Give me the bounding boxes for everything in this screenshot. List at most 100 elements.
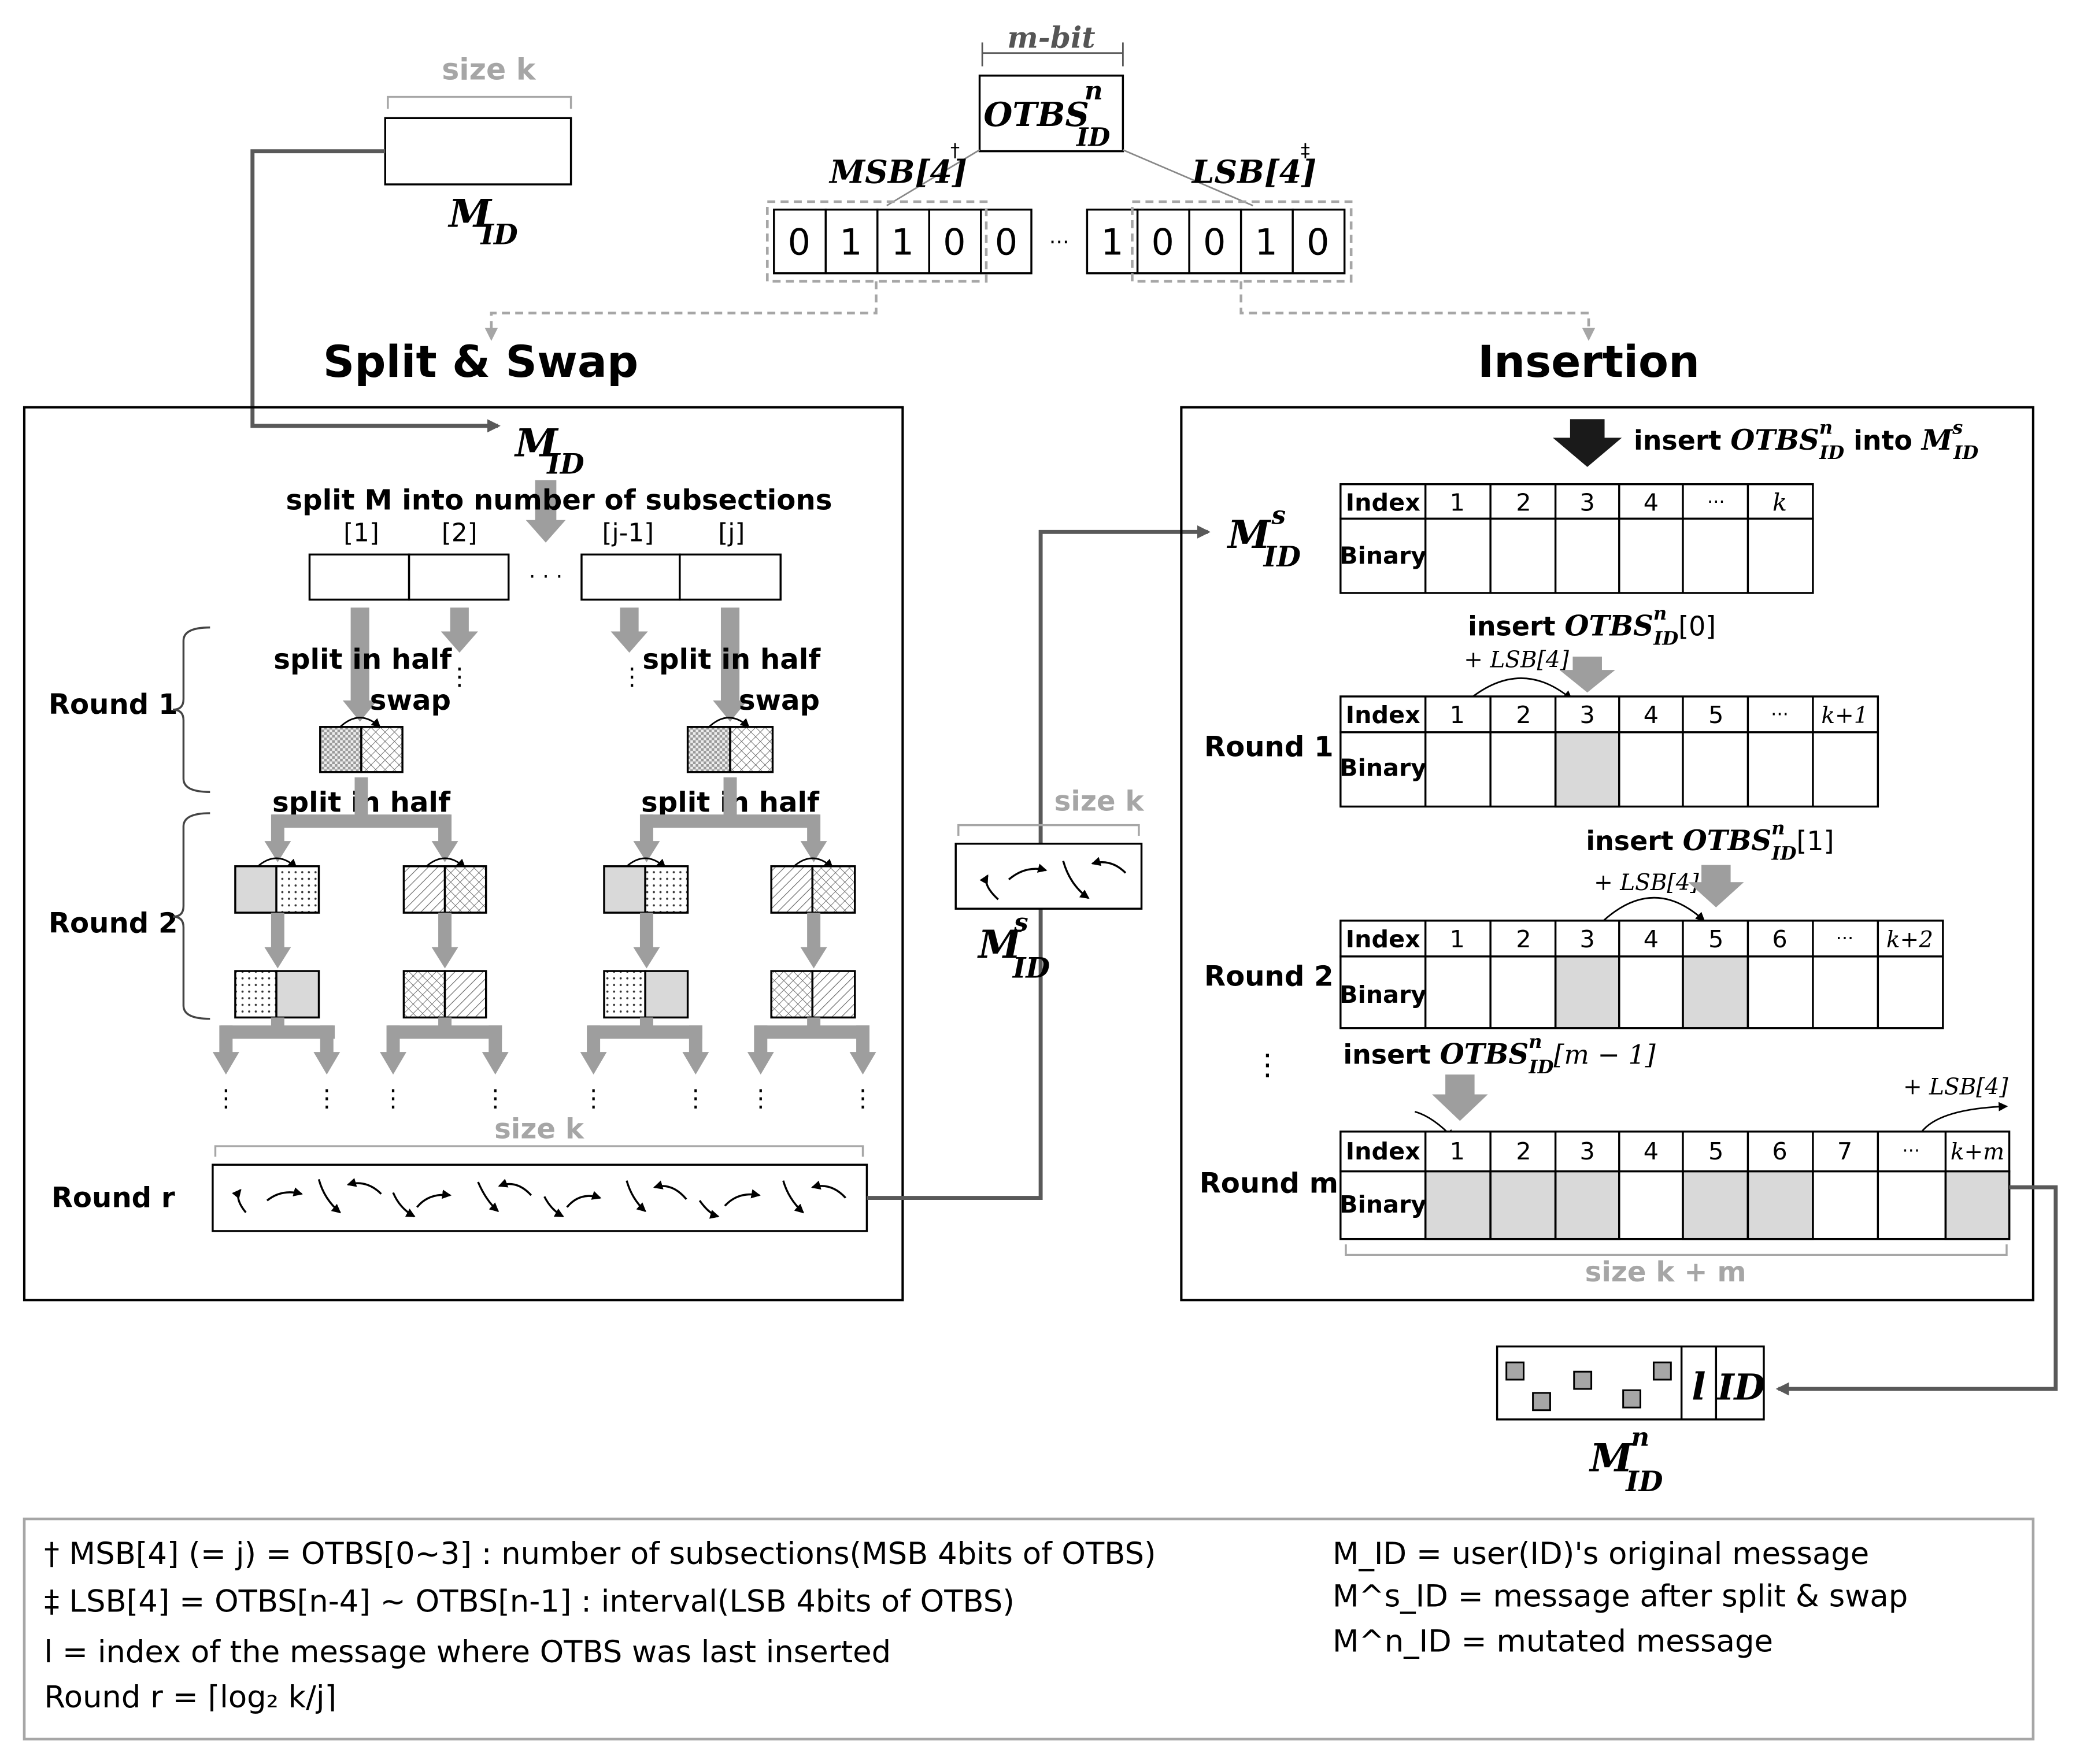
- t2-index: Index: [1346, 925, 1420, 953]
- plus-lsb-3: + LSB[4]: [1903, 1074, 2008, 1100]
- t3-col: 2: [1516, 1137, 1531, 1165]
- t3-col: 1: [1450, 1137, 1465, 1165]
- subsection-dots: · · ·: [529, 564, 563, 589]
- t3-col: 6: [1772, 1137, 1787, 1165]
- bit-r1: 0: [1152, 221, 1174, 264]
- otbs-sup: n: [1085, 76, 1103, 106]
- t3-binary: Binary: [1339, 1191, 1426, 1218]
- size-k-top: size k: [442, 53, 536, 87]
- otbs-header: m-bit OTBS n ID MSB[4] † LSB[4] ‡ 0 1 1 …: [484, 21, 1596, 341]
- round2-label: Round 2: [49, 907, 178, 940]
- t0-index: Index: [1346, 489, 1420, 517]
- size-k-roundr: size k: [494, 1113, 584, 1145]
- insertion-title: Insertion: [1478, 336, 1700, 387]
- split-mid-sub: ID: [546, 448, 584, 480]
- r1-split-half-left: split in half: [273, 643, 452, 676]
- legend-def3: M^n_ID = mutated message: [1333, 1624, 1773, 1659]
- t0-col: 4: [1644, 489, 1659, 517]
- svg-text:⋮: ⋮: [214, 1084, 238, 1112]
- otbs-sub: ID: [1075, 123, 1110, 152]
- plus-lsb-2: + LSB[4]: [1594, 870, 1699, 896]
- t0-col: 3: [1580, 489, 1595, 517]
- output-l: l: [1692, 1365, 1705, 1409]
- legend-line2: ‡ LSB[4] = OTBS[n-4] ~ OTBS[n-1] : inter…: [44, 1584, 1014, 1620]
- lsb-ddagger: ‡: [1301, 139, 1310, 161]
- msb-dashed-arrow: [484, 281, 878, 341]
- t1-col: 2: [1516, 701, 1531, 729]
- t1-index: Index: [1346, 701, 1420, 729]
- t2-col: 1: [1450, 925, 1465, 953]
- t3-col: 7: [1837, 1137, 1852, 1165]
- t1-col: 5: [1708, 701, 1723, 729]
- bits-ellipsis: ···: [1049, 229, 1070, 254]
- mn-sup: n: [1631, 1423, 1649, 1452]
- ms-ins-main: M: [1227, 512, 1272, 557]
- legend-line3: l = index of the message where OTBS was …: [44, 1635, 891, 1670]
- input-message: size k M ID: [250, 53, 572, 433]
- otbs-main: OTBS: [983, 95, 1089, 134]
- roundr-label: Round r: [51, 1182, 175, 1214]
- t0-col: ···: [1707, 491, 1725, 513]
- msb-dashed-box: [765, 200, 988, 283]
- table-initial: Index Binary 1 2 3 4 ··· k: [1339, 483, 1814, 594]
- legend-line4: Round r = ⌈log₂ k/j⌉: [44, 1680, 336, 1715]
- t1-col: ···: [1771, 703, 1789, 725]
- sub-j1: [j-1]: [602, 518, 654, 547]
- t1-col: 1: [1450, 701, 1465, 729]
- round1-label: Round 1: [49, 688, 178, 721]
- split-mid-main: M: [514, 421, 559, 466]
- ins-vdots: ⋮: [1253, 1047, 1282, 1081]
- size-k-middle: size k: [1054, 785, 1145, 817]
- svg-text:⋮: ⋮: [851, 1084, 875, 1112]
- ms-ins-sup: s: [1271, 501, 1286, 531]
- svg-text:⋮: ⋮: [447, 662, 471, 690]
- bit-l1: 1: [839, 221, 862, 264]
- round2-ins-label: Round 2: [1204, 960, 1334, 992]
- sub-1: [1]: [343, 518, 379, 547]
- bit-r3: 1: [1255, 221, 1278, 264]
- size-km: size k + m: [1585, 1256, 1746, 1288]
- plus-lsb-1: + LSB[4]: [1464, 647, 1569, 673]
- t0-col: k: [1772, 489, 1787, 517]
- t2-col: 6: [1772, 925, 1787, 953]
- split-swap-panel: M ID split M into number of subsections …: [23, 406, 904, 1302]
- t0-binary: Binary: [1339, 542, 1426, 569]
- sub-2: [2]: [442, 518, 478, 547]
- lsb-dashed-box: [1131, 200, 1353, 283]
- t3-col: 5: [1708, 1137, 1723, 1165]
- t2-binary: Binary: [1339, 981, 1426, 1009]
- t3-col: 3: [1580, 1137, 1595, 1165]
- t2-col: ···: [1836, 927, 1854, 949]
- svg-text:⋮: ⋮: [749, 1084, 772, 1112]
- ms-ins-sub: ID: [1263, 541, 1301, 573]
- output-message: l ID M n ID: [1496, 1185, 2058, 1498]
- t3-col: k+m: [1951, 1139, 2004, 1165]
- legend-def1: M_ID = user(ID)'s original message: [1333, 1536, 1869, 1572]
- t0-col: 2: [1516, 489, 1531, 517]
- output-id: ID: [1716, 1366, 1766, 1408]
- msb-dagger: †: [950, 139, 960, 161]
- bit-l3: 0: [943, 221, 965, 264]
- mid-to-split-arrow: [250, 149, 501, 433]
- t1-col: k+1: [1821, 703, 1868, 729]
- t2-col: k+2: [1886, 927, 1933, 953]
- ms-mid-sub: ID: [1012, 953, 1050, 985]
- intermediate-message: size k M s ID: [867, 525, 1211, 1200]
- table-round1: Index Binary 1 2 3 4 5 ··· k+1: [1339, 695, 1879, 808]
- t3-index: Index: [1346, 1137, 1420, 1165]
- svg-text:⋮: ⋮: [381, 1084, 405, 1112]
- mid-box-top: [384, 117, 572, 186]
- legend-def2: M^s_ID = message after split & swap: [1333, 1578, 1908, 1614]
- r1-swap-right: swap: [739, 684, 820, 717]
- legend-line1: † MSB[4] (= j) = OTBS[0~3] : number of s…: [44, 1536, 1156, 1572]
- legend-box: † MSB[4] (= j) = OTBS[0~3] : number of s…: [23, 1517, 2035, 1741]
- t0-col: 1: [1450, 489, 1465, 517]
- bit-r2: 0: [1203, 221, 1226, 264]
- t2-col: 3: [1580, 925, 1595, 953]
